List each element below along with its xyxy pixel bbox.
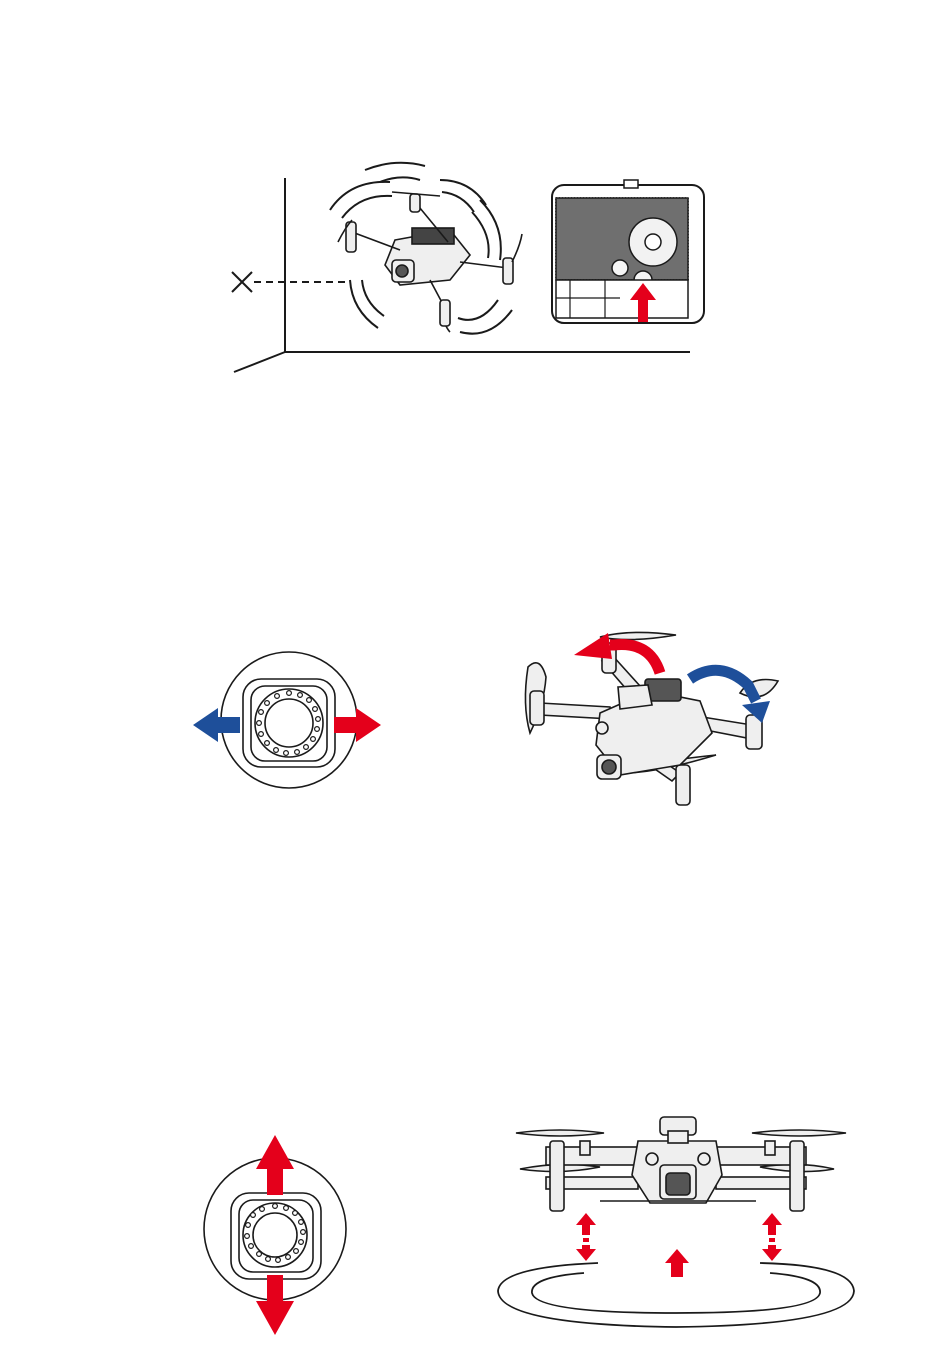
hover-calibration-figure bbox=[0, 150, 950, 410]
ascend-descend-diagram bbox=[0, 1105, 950, 1357]
position-x-icon bbox=[232, 272, 345, 292]
ascend-descend-figure bbox=[0, 1105, 950, 1357]
hover-calibration-diagram bbox=[0, 150, 950, 410]
up-down-arrow-icon bbox=[576, 1213, 596, 1261]
power-button-panel-icon bbox=[552, 180, 704, 323]
rotate-left-right-diagram bbox=[0, 615, 950, 830]
drone-front-icon bbox=[516, 1117, 846, 1211]
up-arrow-icon bbox=[665, 1249, 689, 1277]
up-down-arrow-icon bbox=[762, 1213, 782, 1261]
hovering-drone-icon bbox=[330, 163, 522, 334]
rotate-left-right-figure bbox=[0, 615, 950, 830]
